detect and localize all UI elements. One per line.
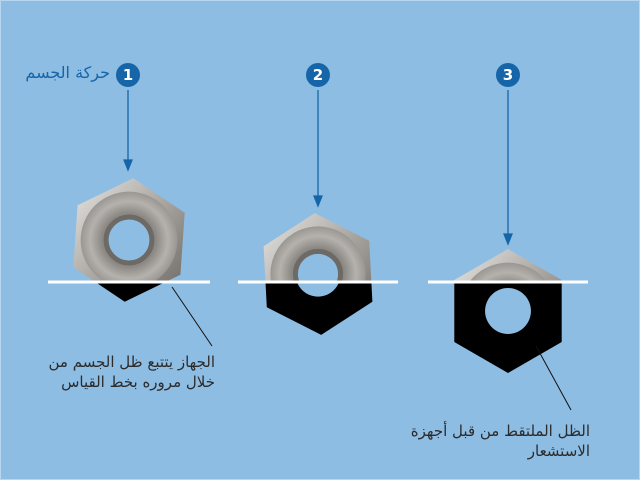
nut-shadow-2 — [265, 282, 373, 335]
pointer-line-2 — [535, 345, 572, 411]
title: حركة الجسم — [25, 63, 110, 82]
callout-device-tracks: الجهاز يتتبع ظل الجسم من خلال مروره بخط … — [48, 353, 216, 391]
step-badge-2: 2 — [306, 63, 330, 87]
nut-1 — [73, 178, 185, 282]
step-badge-1: 1 — [116, 63, 140, 87]
nut-shadow-3 — [454, 282, 562, 373]
arrowhead-2 — [313, 195, 323, 208]
arrowhead-3 — [503, 233, 513, 246]
pointer-line-1 — [171, 286, 213, 347]
arrowhead-1 — [123, 159, 133, 172]
nut-2 — [263, 213, 372, 282]
nut-3 — [454, 249, 562, 282]
nut-shadow-1 — [95, 282, 166, 302]
callout-captured-shadow: الظل الملتقط من قبل أجهزة الاستشعار — [410, 422, 590, 460]
step-badge-3: 3 — [496, 63, 520, 87]
